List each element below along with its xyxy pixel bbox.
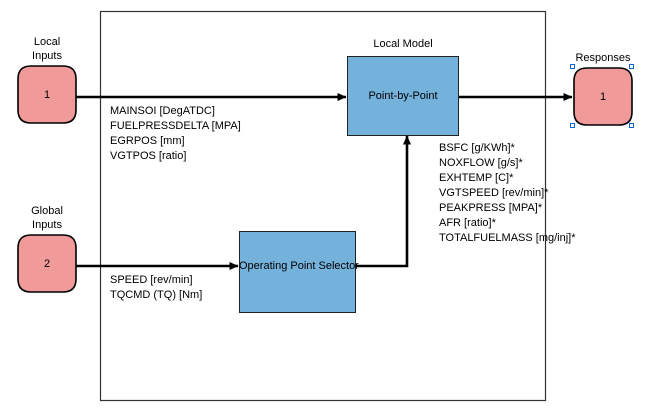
block-local-model-label: Point-by-Point	[368, 90, 438, 102]
signal-local-input-1: FUELPRESSDELTA [MPA]	[110, 120, 241, 132]
signal-response-2: EXHTEMP [C]*	[439, 172, 514, 184]
port-local-inputs-shape[interactable]	[17, 65, 77, 124]
signal-response-3: VGTSPEED [rev/min]*	[439, 187, 549, 199]
port-local-inputs-number: 1	[43, 89, 51, 101]
port-responses-caption: Responses	[575, 52, 631, 64]
selection-handle-top-left[interactable]	[570, 64, 575, 69]
block-local-model-title: Local Model	[373, 38, 433, 50]
signal-list-local-inputs: MAINSOI [DegATDC] FUELPRESSDELTA [MPA] E…	[110, 104, 241, 164]
signal-global-input-1: TQCMD (TQ) [Nm]	[110, 289, 203, 301]
signal-global-input-0: SPEED [rev/min]	[110, 274, 193, 286]
block-operating-point-selector[interactable]	[239, 231, 356, 313]
signal-response-6: TOTALFUELMASS [mg/inj]*	[439, 232, 576, 244]
signal-list-responses: BSFC [g/KWh]* NOXFLOW [g/s]* EXHTEMP [C]…	[439, 141, 576, 246]
wire-operating-point-selector-to-local-model[interactable]	[355, 135, 411, 268]
port-local-inputs-caption: Local Inputs	[18, 35, 76, 63]
signal-local-input-3: VGTPOS [ratio]	[110, 150, 187, 162]
port-responses-number: 1	[599, 91, 607, 103]
signal-local-input-0: MAINSOI [DegATDC]	[110, 105, 215, 117]
selection-handle-bottom-left[interactable]	[570, 123, 575, 128]
port-global-inputs-shape[interactable]	[17, 234, 77, 293]
subsystem-frame	[99, 10, 547, 402]
signal-response-1: NOXFLOW [g/s]*	[439, 157, 523, 169]
signal-response-0: BSFC [g/KWh]*	[439, 142, 515, 154]
signal-local-input-2: EGRPOS [mm]	[110, 135, 185, 147]
port-local-inputs-caption-line1: Local	[33, 36, 61, 48]
port-global-inputs-caption-line2: Inputs	[32, 219, 62, 231]
selection-handle-bottom-right[interactable]	[629, 123, 634, 128]
signal-response-5: AFR [ratio]*	[439, 217, 496, 229]
port-global-inputs-caption-line1: Global	[31, 205, 63, 217]
block-local-model[interactable]	[347, 56, 459, 136]
selection-handle-top-right[interactable]	[629, 64, 634, 69]
port-responses-shape[interactable]	[573, 67, 633, 126]
port-global-inputs-number: 2	[43, 258, 51, 270]
port-local-inputs-caption-line2: Inputs	[32, 50, 62, 62]
block-operating-point-selector-label: Operating Point Selector	[239, 260, 359, 272]
signal-response-4: PEAKPRESS [MPA]*	[439, 202, 543, 214]
signal-list-global-inputs: SPEED [rev/min] TQCMD (TQ) [Nm]	[110, 273, 202, 303]
port-global-inputs-caption: Global Inputs	[18, 204, 76, 232]
